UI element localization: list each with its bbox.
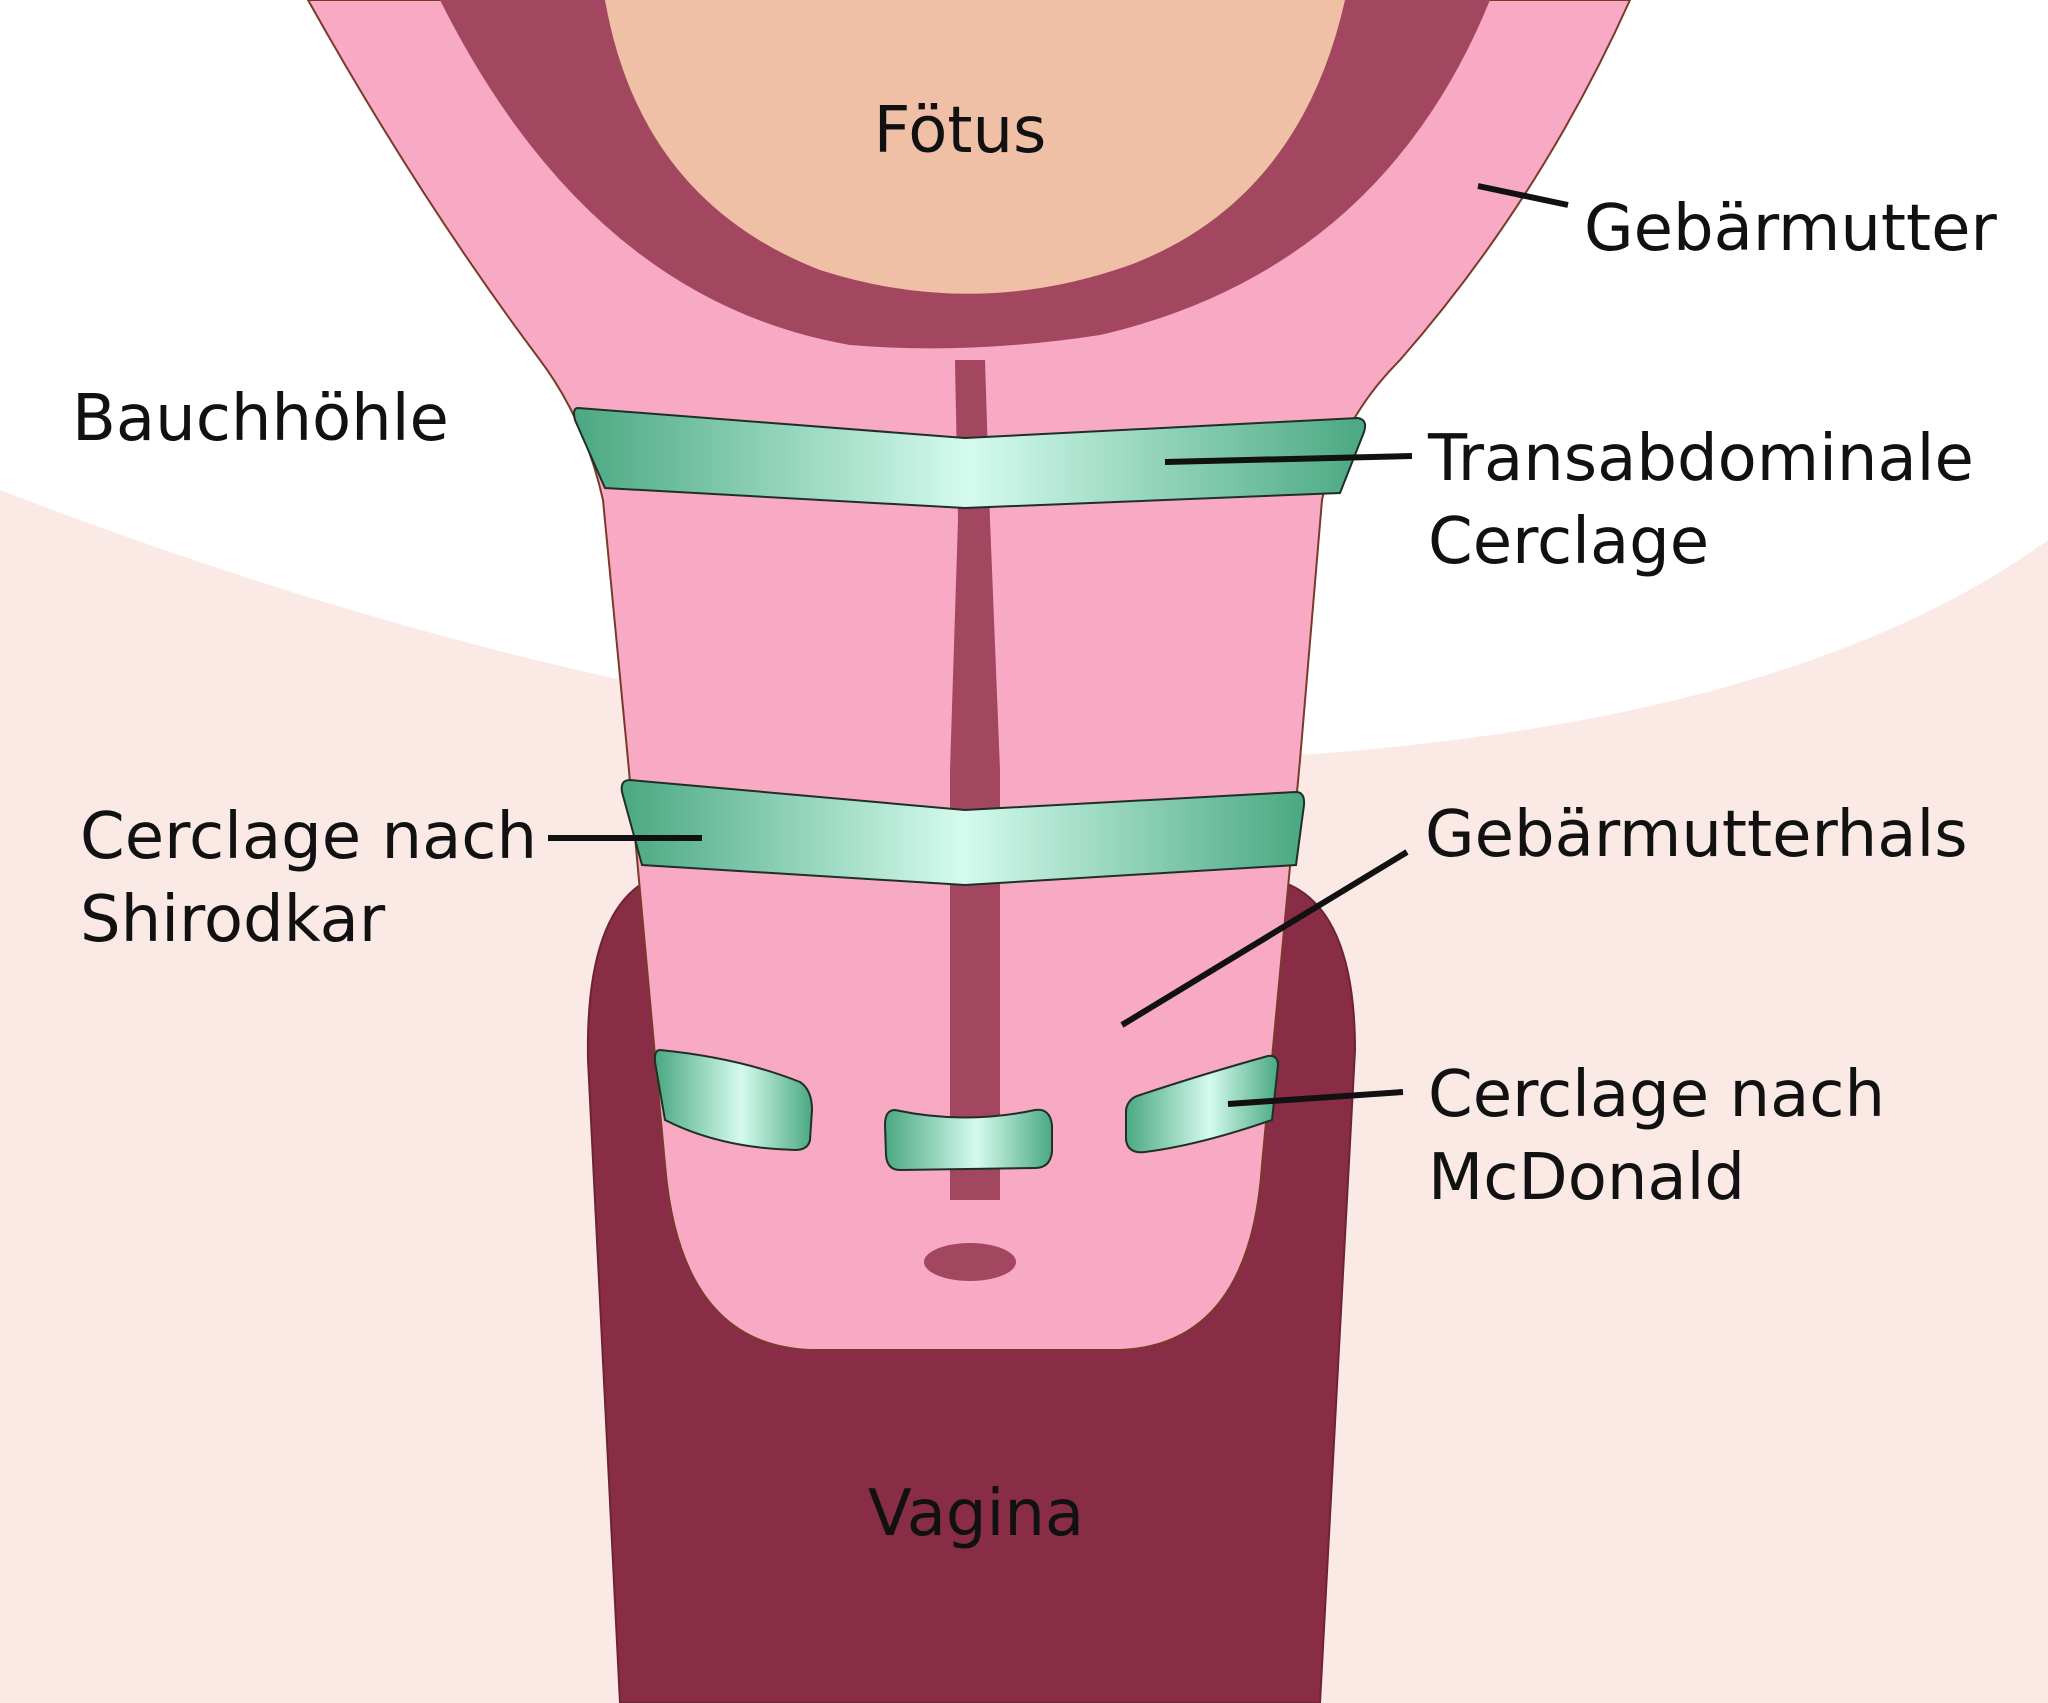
external-os [924,1243,1016,1281]
mcdonald-label-line2: McDonald [1428,1141,1745,1215]
mcdonald-stitch-right [1125,1054,1280,1154]
mcdonald-leader-line [1227,1089,1404,1107]
mcdonald-stitch-left [653,1048,814,1152]
fetus-label: Fötus [874,94,1047,168]
shirodkar-label-line2: Shirodkar [80,883,386,957]
cervical-canal [950,360,1000,1200]
cervix-leader-line [1120,849,1409,1028]
transabdominal-label-line2: Cerclage [1428,505,1709,579]
transabdominal-label-line1: Transabdominale [1427,422,1974,496]
cervix-label: Gebärmutterhals [1425,798,1968,872]
mcdonald-label-line1: Cerclage nach [1428,1058,1885,1132]
shirodkar-cerclage-band [620,778,1306,887]
uterus-leader-line [1477,183,1569,208]
abdominal-cavity-label: Bauchhöhle [72,382,449,456]
uterus-label: Gebärmutter [1584,192,1997,266]
shirodkar-label-line1: Cerclage nach [80,800,537,874]
mcdonald-stitch-center [883,1108,1053,1172]
fetus-shape [605,0,1345,294]
transabdominal-cerclage-band [573,406,1367,510]
vagina-label: Vagina [868,1477,1084,1551]
transabdominal-leader-line [1164,453,1413,465]
